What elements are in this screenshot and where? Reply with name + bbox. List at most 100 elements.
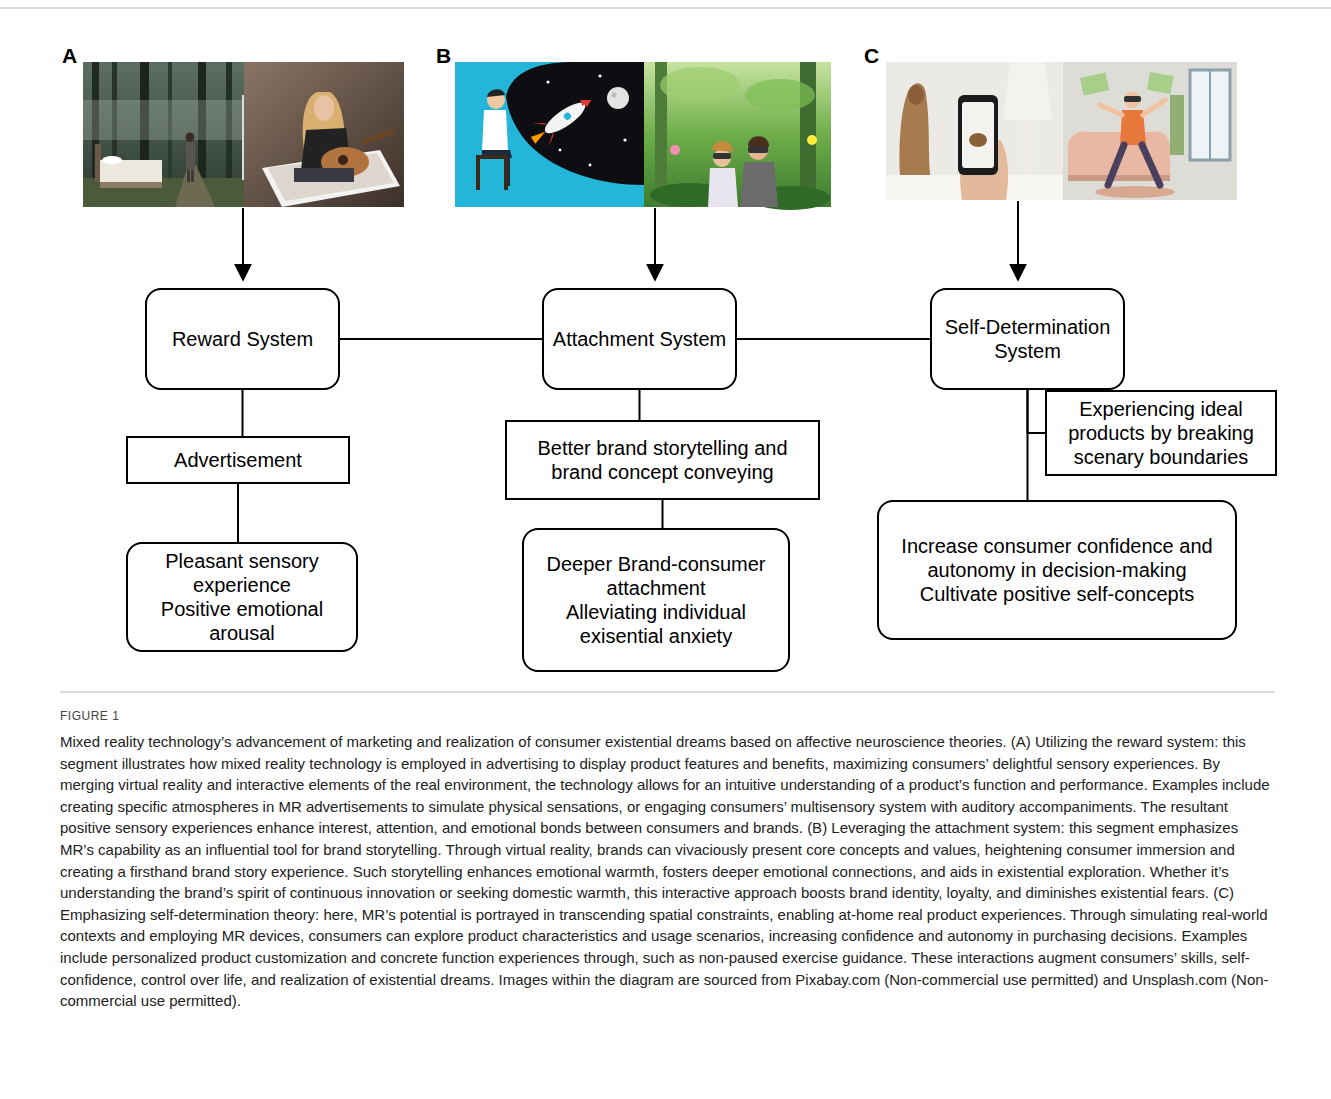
illustration-shape: [191, 170, 194, 182]
box-text: Advertisement: [174, 448, 302, 472]
box-text: Reward System: [172, 327, 313, 351]
panel-letter: B: [436, 44, 451, 68]
vr-forest-illustration: [644, 62, 831, 210]
illustration-shape: [186, 142, 195, 170]
illustration-shape: [504, 158, 508, 190]
illustration-shape: [582, 96, 593, 107]
illustration-shape: [1170, 95, 1184, 155]
illustration-shape: [102, 156, 122, 164]
top-rule: [0, 8, 1331, 9]
box-text: Attachment System: [553, 327, 726, 351]
connector-line: [737, 338, 930, 340]
illustration-shape: [740, 162, 778, 207]
illustration-shape: [713, 153, 731, 159]
illustration-shape: [969, 133, 987, 147]
rounded-box: Pleasant sensory experiencePositive emot…: [126, 542, 358, 652]
illustration-shape: [1209, 70, 1211, 160]
rounded-box: Attachment System: [542, 288, 737, 390]
illustration-shape: [708, 168, 738, 207]
picture-arrow: [654, 208, 656, 280]
illustration-shape: [1023, 120, 1033, 175]
illustration-shape: [644, 62, 831, 207]
illustration-shape: [559, 149, 562, 152]
illustration-shape: [623, 138, 626, 141]
illustration-shape: [1190, 70, 1230, 160]
illustration-shape: [589, 164, 592, 167]
illustration-shape: [1003, 62, 1052, 120]
illustration-shape: [712, 141, 733, 152]
illustration-shape: [482, 110, 508, 150]
illustration-shape: [1124, 92, 1140, 108]
illustration-shape: [886, 62, 1063, 200]
process-box: Better brand storytelling and brand conc…: [505, 420, 820, 500]
box-text: Pleasant sensory experience: [136, 549, 348, 597]
illustration-shape: [748, 136, 769, 147]
illustration-shape: [660, 67, 740, 103]
box-text: Increase consumer confidence and autonom…: [887, 534, 1227, 582]
illustration-shape: [476, 155, 480, 190]
illustration-shape: [958, 95, 998, 175]
figure-label: FIGURE 1: [60, 709, 119, 723]
picture-arrow: [242, 208, 244, 280]
illustration-shape: [1108, 145, 1124, 185]
process-box: Advertisement: [126, 436, 350, 484]
rounded-box: Reward System: [145, 288, 340, 390]
illustration-shape: [476, 155, 508, 159]
box-text: Better brand storytelling and brand conc…: [515, 436, 810, 484]
illustration-shape: [531, 128, 548, 143]
box-text: Self-Determination System: [940, 315, 1115, 363]
illustration-shape: [607, 87, 629, 109]
illustration-shape: [962, 102, 994, 168]
forest-bed-photo: [83, 62, 245, 207]
illustration-shape: [338, 155, 348, 165]
illustration-shape: [563, 111, 573, 121]
illustration-shape: [546, 80, 549, 83]
connector-line: [340, 338, 542, 340]
illustration-shape: [187, 170, 190, 182]
box-text: Alleviating individual exisential anxiet…: [532, 600, 780, 648]
illustration-shape: [455, 62, 644, 207]
illustration-shape: [670, 145, 680, 155]
illustration-shape: [100, 182, 162, 188]
illustration-shape: [899, 83, 930, 175]
illustration-shape: [598, 74, 601, 77]
connector-line: [242, 390, 244, 436]
phone-ar-photo: [886, 62, 1063, 200]
connector-line: [662, 500, 664, 528]
illustration-shape: [908, 85, 924, 105]
illustration-shape: [612, 93, 617, 98]
illustration-shape: [1142, 145, 1160, 185]
illustration-shape: [362, 128, 396, 144]
illustration-shape: [294, 168, 354, 182]
connector-line: [237, 484, 239, 542]
picture-arrow: [1017, 201, 1019, 280]
figure-caption: Mixed reality technology’s advancement o…: [60, 731, 1275, 1012]
illustration-shape: [807, 135, 817, 145]
box-text: Deeper Brand-consumer attachment: [532, 552, 780, 600]
connector-line: [1027, 390, 1029, 500]
vr-exercise-illustration: [1063, 62, 1237, 200]
phone-guitar-photo: [244, 62, 404, 207]
dreamer-illustration: [455, 62, 644, 207]
box-text: Experiencing ideal products by breaking …: [1055, 397, 1267, 469]
illustration-shape: [1143, 100, 1165, 115]
process-box: Experiencing ideal products by breaking …: [1045, 390, 1277, 476]
connector-line: [1028, 390, 1046, 433]
illustration-shape: [83, 100, 244, 140]
illustration-shape: [1080, 73, 1109, 96]
illustration-shape: [745, 79, 815, 111]
illustration-shape: [525, 88, 599, 152]
panel-letter: C: [864, 44, 879, 68]
caption-rule: [60, 692, 1275, 693]
illustration-shape: [713, 149, 731, 167]
illustration-shape: [186, 133, 195, 142]
rounded-box: Increase consumer confidence and autonom…: [877, 500, 1237, 640]
illustration-shape: [244, 62, 404, 207]
illustration-shape: [83, 178, 244, 207]
rounded-box: Self-Determination System: [930, 288, 1125, 390]
illustration-shape: [1147, 72, 1174, 94]
illustration-shape: [1100, 105, 1122, 115]
illustration-shape: [314, 95, 334, 121]
illustration-shape: [1063, 62, 1237, 200]
